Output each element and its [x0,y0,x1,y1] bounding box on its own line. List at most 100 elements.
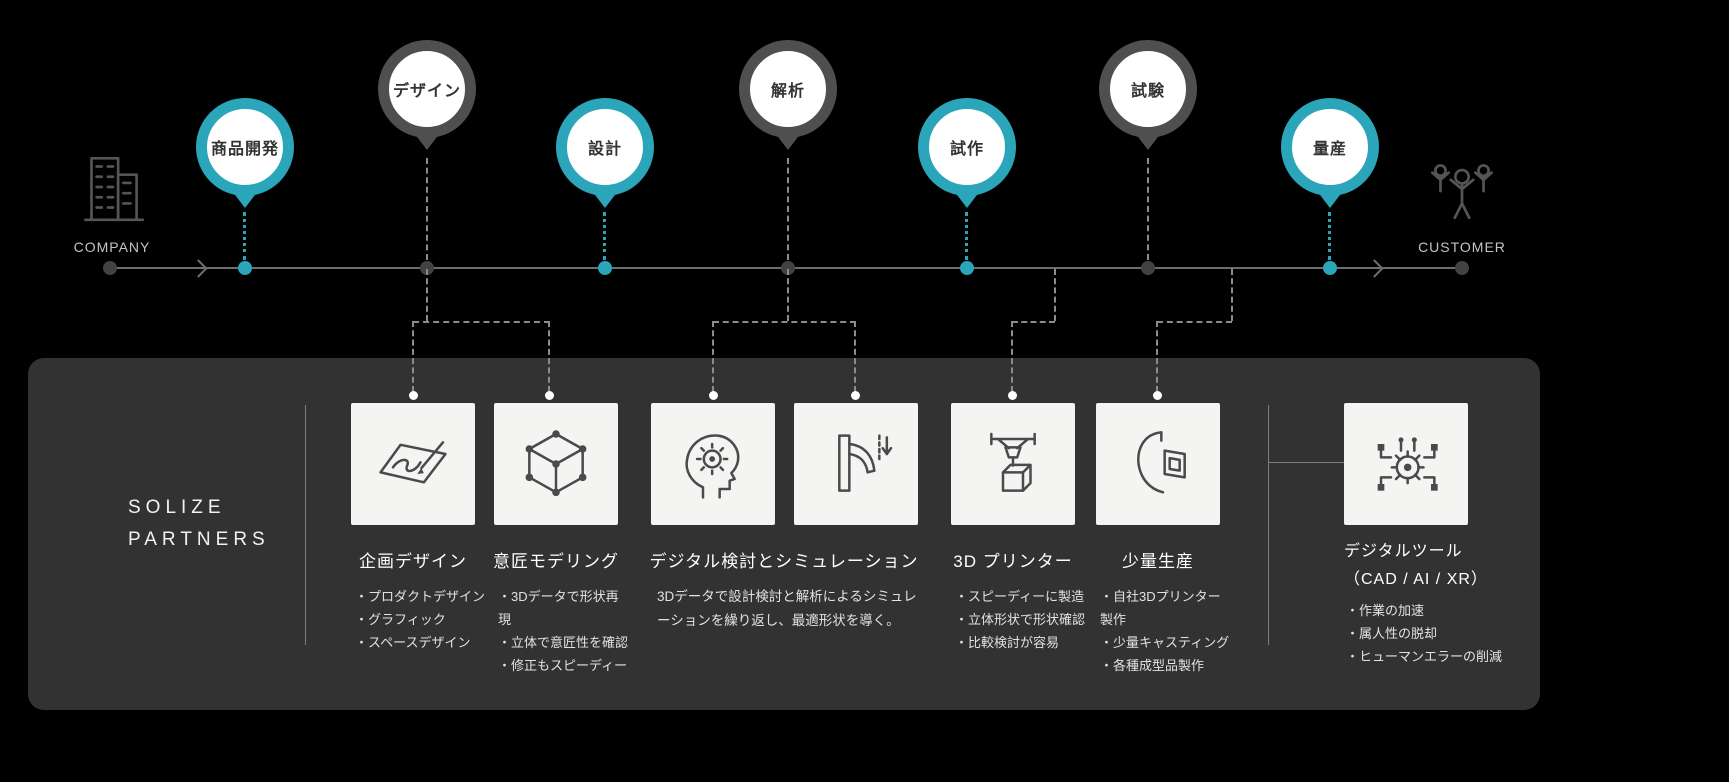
group-bullets: ・スピーディーに製造 ・立体形状で形状確認 ・比較検討が容易 [941,585,1085,654]
timeline-dot-end [1455,261,1469,275]
pin-analysis: 解析 [733,40,843,150]
pin-stem [243,212,246,260]
bullet-item: ・スペースデザイン [355,635,471,650]
card-dot [709,391,718,400]
brand-text: SOLIZE PARTNERS [128,492,270,556]
bullet-item: ・属人性の脱却 [1346,626,1438,641]
connector-line [1156,321,1158,392]
pin-label: 設計 [556,98,654,196]
connector-line [1012,321,1055,323]
connector-line [413,321,550,323]
pin-mass-production: 量産 [1275,98,1385,208]
pin-label: 試験 [1099,40,1197,138]
connector-line [1054,269,1056,321]
timeline-dot-product-development [238,261,252,275]
pin-stem [603,212,606,260]
group-low-volume-production: 少量生産 ・自社3Dプリンター製作 ・少量キャスティング ・各種成型品製作 [1086,547,1230,677]
pin-label: 商品開発 [196,98,294,196]
pin-tail [232,191,258,208]
connector-line [1157,321,1232,323]
pin-label: 解析 [739,40,837,138]
connector-line [548,321,550,392]
pin-detail-design: 設計 [550,98,660,208]
bullet-item: ・各種成型品製作 [1100,658,1205,673]
brand-line2: PARTNERS [128,529,270,550]
deflection-arrow-icon [838,434,893,492]
group-planning-design: 企画デザイン ・プロダクトデザイン ・グラフィック ・スペースデザイン [341,547,485,654]
pin-tail [592,191,618,208]
bullet-item: ・立体形状で形状確認 [955,612,1086,627]
customer-endpoint: CUSTOMER [1407,146,1517,255]
pin-label: デザイン [378,40,476,138]
pin-stem [1147,158,1149,260]
group-title: デジタルツール [1344,543,1463,560]
group-title: 企画デザイン [359,552,467,571]
wireframe-cube-icon [525,430,587,497]
pin-tail [954,191,980,208]
connector-line [713,321,856,323]
bullet-item: ・グラフィック [355,612,446,627]
pin-stem [426,158,428,260]
pin-label: 試作 [918,98,1016,196]
connector-line [787,269,789,321]
group-title: デジタル検討とシミュレーション [649,552,919,571]
bullet-item: ・立体で意匠性を確認 [498,635,629,650]
connector-line [426,269,428,321]
bullet-item: ・少量キャスティング [1100,635,1230,650]
card-digital-tools [1344,403,1468,525]
group-bullets: ・自社3Dプリンター製作 ・少量キャスティング ・各種成型品製作 [1086,585,1230,677]
brand-line1: SOLIZE [128,497,226,518]
tools-connector-line [1268,462,1344,463]
card-design-modeling [494,403,618,525]
gear-circuit-icon [1377,437,1438,491]
pin-tail [414,133,440,150]
group-digital-tools: デジタルツール （CAD / AI / XR） ・作業の加速 ・属人性の脱却 ・… [1344,537,1529,668]
timeline-dot-mass-production [1323,261,1337,275]
bullet-item: ・3Dデータで形状再現 [498,589,619,627]
panel-divider-right [1268,405,1269,645]
group-bullets: ・プロダクトデザイン ・グラフィック ・スペースデザイン [341,585,485,654]
group-title: 3D プリンター [953,552,1073,571]
arrow-right-icon [1365,259,1384,278]
pin-stem [1328,212,1331,260]
card-dot [1153,391,1162,400]
bullet-item: ・修正もスピーディー [498,658,628,673]
pin-label: 量産 [1281,98,1379,196]
timeline-dot-start [103,261,117,275]
pin-tail [775,133,801,150]
molded-part-icon [1137,431,1186,494]
card-dot [545,391,554,400]
pin-product-development: 商品開発 [190,98,300,208]
card-dot [409,391,418,400]
connector-line [412,321,414,392]
sketch-pen-icon [379,441,447,484]
head-gear-icon [685,434,740,499]
timeline-dot-prototype [960,261,974,275]
bullet-item: ・プロダクトデザイン [355,589,486,604]
celebrating-customers-icon [1430,164,1494,220]
group-subtitle: （CAD / AI / XR） [1344,571,1488,588]
company-endpoint: COMPANY [57,146,167,255]
pin-stem [787,158,789,260]
group-title: 少量生産 [1122,552,1194,571]
card-planning-design [351,403,475,525]
bullet-item: ・自社3Dプリンター製作 [1100,589,1221,627]
solize-partners-panel [28,358,1540,710]
timeline-dot-analysis [781,261,795,275]
bullet-item: ・ヒューマンエラーの削減 [1346,649,1503,664]
group-bullets: ・作業の加速 ・属人性の脱却 ・ヒューマンエラーの削減 [1344,599,1529,668]
bullet-item: ・作業の加速 [1346,603,1425,618]
bullet-item: ・スピーディーに製造 [955,589,1085,604]
connector-line [1011,321,1013,392]
pin-tail [1135,133,1161,150]
card-3d-printer [951,403,1075,525]
pin-tail [1317,191,1343,208]
group-design-modeling: 意匠モデリング ・3Dデータで形状再現 ・立体で意匠性を確認 ・修正もスピーディ… [484,547,628,677]
group-digital-study-simulation: デジタル検討とシミュレーション 3Dデータで設計検討と解析によるシミュレーション… [645,547,923,633]
customer-label: CUSTOMER [1418,239,1506,255]
connector-line [854,321,856,392]
card-simulation [794,403,918,525]
office-building-icon [84,156,145,222]
pin-testing: 試験 [1093,40,1203,150]
